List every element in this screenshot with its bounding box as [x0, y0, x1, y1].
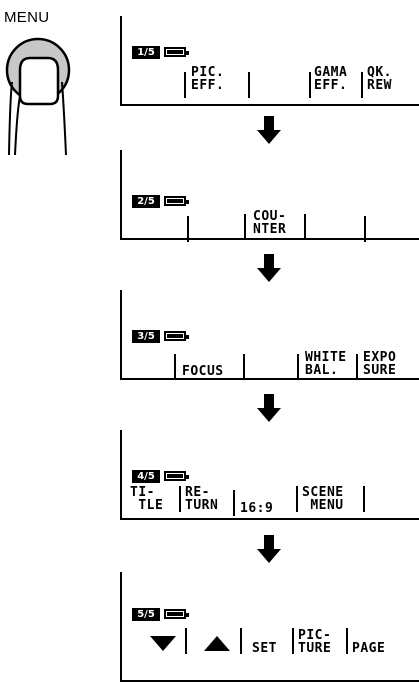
page-indicator: 3/5 [132, 330, 160, 343]
menu-item-exposure: EXPO SURE [363, 351, 396, 377]
menu-item-gama-eff: GAMA EFF. [314, 66, 347, 92]
menu-screen-1: 1/5 PIC. EFF. GAMA EFF. QK. REW [120, 16, 419, 106]
battery-icon [164, 331, 186, 341]
menu-item-focus: FOCUS [182, 365, 224, 378]
menu-item-picture: PIC- TURE [298, 629, 331, 655]
down-arrow-icon [257, 254, 281, 282]
menu-item-qk-rew: QK. REW [367, 66, 392, 92]
down-arrow-icon [257, 535, 281, 563]
menu-screen-4: 4/5 TI- TLE RE- TURN 16:9 SCENE MENU [120, 430, 419, 520]
pressing-finger-icon [0, 0, 110, 160]
menu-screen-3: 3/5 FOCUS WHITE BAL. EXPO SURE [120, 290, 419, 380]
battery-icon [164, 609, 186, 619]
battery-icon [164, 47, 186, 57]
menu-item-pic-eff: PIC. EFF. [191, 66, 224, 92]
menu-item-aspect-16-9: 16:9 [240, 502, 273, 515]
menu-item-scene-menu: SCENE MENU [302, 486, 344, 512]
battery-icon [164, 471, 186, 481]
page-indicator: 2/5 [132, 195, 160, 208]
up-triangle-icon [204, 636, 230, 651]
page-indicator: 1/5 [132, 46, 160, 59]
menu-item-page: PAGE [352, 642, 385, 655]
battery-icon [164, 196, 186, 206]
menu-screen-2: 2/5 COU- NTER [120, 150, 419, 240]
menu-item-return: RE- TURN [185, 486, 218, 512]
down-arrow-icon [257, 116, 281, 144]
menu-item-title: TI- TLE [130, 486, 163, 512]
down-triangle-icon [150, 636, 176, 651]
menu-item-counter: COU- NTER [253, 210, 286, 236]
page-indicator: 4/5 [132, 470, 160, 483]
menu-screen-5: 5/5 SET PIC- TURE PAGE [120, 572, 419, 682]
menu-item-white-bal: WHITE BAL. [305, 351, 347, 377]
menu-item-set: SET [252, 642, 277, 655]
page-indicator: 5/5 [132, 608, 160, 621]
down-arrow-icon [257, 394, 281, 422]
